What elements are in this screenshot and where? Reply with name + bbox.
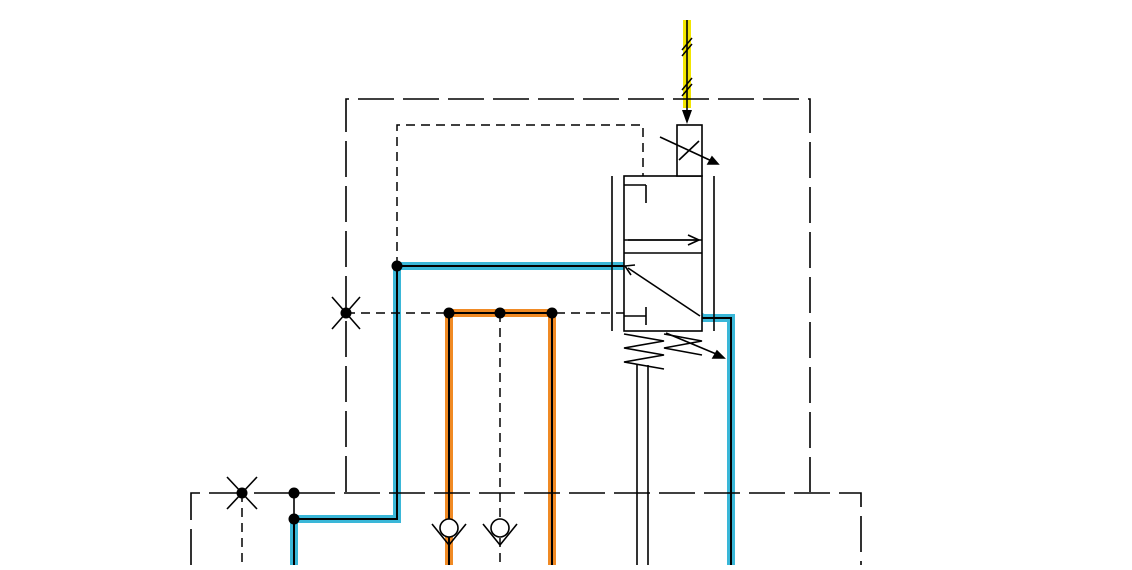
proportional-solenoid-icon	[659, 124, 720, 177]
directional-control-valve	[611, 175, 715, 332]
junction-dot	[494, 307, 506, 319]
blue-flow-path	[290, 262, 735, 565]
electrical-signal-icon	[681, 37, 693, 97]
junction-dot	[236, 487, 248, 499]
spring-rod	[636, 365, 649, 565]
check-valve-icon	[431, 518, 467, 547]
lower-enclosure	[190, 492, 862, 565]
junction-dot	[340, 307, 352, 319]
adjustable-spring-icon	[623, 332, 726, 370]
outer-enclosure	[345, 98, 811, 492]
yellow-signal-line	[681, 20, 693, 124]
pilot-lines	[241, 124, 644, 565]
check-valve-icon	[482, 518, 518, 547]
junction-dots	[236, 260, 558, 525]
junction-dot	[391, 260, 403, 272]
junction-dot	[546, 307, 558, 319]
junction-dot	[443, 307, 455, 319]
valve-crossover-arrow-icon	[623, 264, 701, 317]
